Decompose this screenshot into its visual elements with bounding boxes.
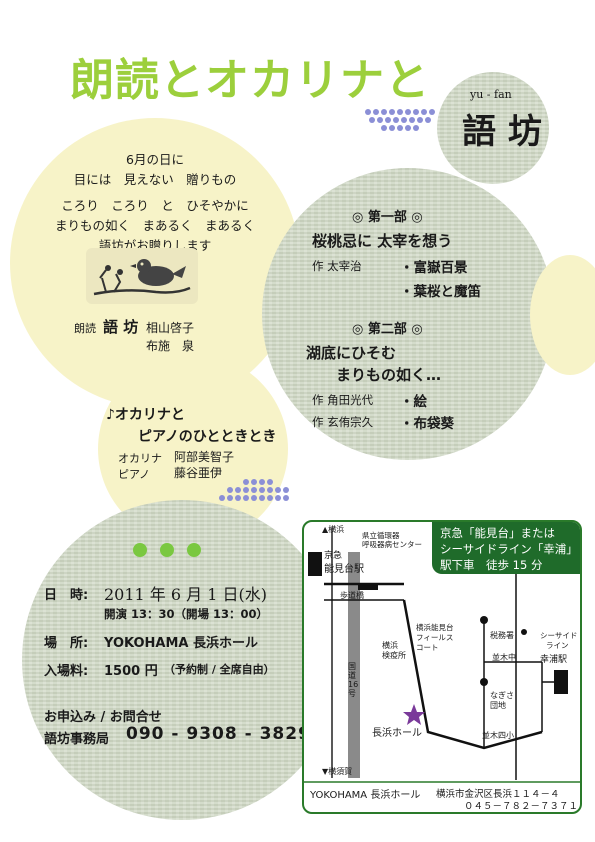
part1-work: ・葉桜と魔笛	[400, 284, 481, 300]
dots-decoration-top	[365, 109, 435, 131]
map-label: ▼横須賀	[322, 767, 353, 776]
intro-line: ころり ころり と ひそやかに	[61, 198, 249, 213]
access-line: 京急「能見台」または	[440, 526, 555, 540]
dots-decoration-middle	[219, 479, 289, 501]
map-label: フィールス	[416, 633, 454, 642]
performer-name: 阿部美智子	[174, 450, 235, 464]
readers-label: 朗読	[74, 322, 96, 335]
part1-work: ・富嶽百景	[400, 260, 468, 276]
map-label: 検疫所	[382, 651, 406, 660]
map-label: 横浜能見台	[416, 623, 454, 632]
map-label: 横浜	[382, 641, 398, 650]
bird-illustration	[86, 248, 198, 304]
map-footer-phone: ０４５－７８２－７３７１	[464, 801, 579, 812]
contact-heading: お申込み / お問合せ	[44, 710, 162, 725]
logo-romaji: yu - fan	[470, 88, 512, 101]
info-circle	[22, 500, 342, 820]
program-circle	[262, 168, 554, 460]
performer-name: 藤谷亜伊	[174, 466, 223, 480]
map-label: 国道16号	[348, 662, 359, 698]
date-value: 2011 年 6 月 1 日(水)	[104, 585, 267, 604]
part2-author: 作 角田光代	[312, 393, 374, 407]
open-time: 開演 13：30（開場 13：00）	[104, 607, 269, 621]
ocarina-title: ♪オカリナと	[106, 407, 185, 423]
map-label: 長浜ホール	[372, 728, 422, 739]
map-label: 団地	[490, 701, 506, 710]
map-label: 並木中	[492, 653, 516, 662]
intro-line: 目には 見えない 贈りもの	[73, 172, 237, 187]
map-label: 能見台駅	[324, 564, 364, 575]
map-label: 呼吸器病センター	[362, 540, 422, 549]
intro-text: 6月の日に 目には 見えない 贈りもの ころり ころり と ひそやかに まりもの…	[40, 150, 270, 256]
map-footer-name: YOKOHAMA 長浜ホール	[310, 790, 421, 801]
page-title: 朗読とオカリナと	[70, 55, 430, 106]
part2-heading: ◎ 第二部 ◎	[352, 322, 423, 337]
map-label: なぎさ	[490, 691, 514, 700]
map-drawing	[304, 528, 580, 783]
map-label: ▲横浜	[322, 525, 345, 534]
map-label: シーサイド	[540, 631, 578, 640]
logo-circle	[437, 72, 549, 184]
logo-name: 語 坊	[462, 112, 542, 152]
intro-line: まりもの如く まあるく まあるく	[54, 218, 255, 233]
performer-role: オカリナ	[118, 452, 162, 465]
access-line: 駅下車 徒歩 15 分	[440, 558, 543, 572]
fee-value: 1500 円	[104, 664, 158, 679]
map-label: コート	[416, 643, 439, 652]
map-label: 幸浦駅	[540, 655, 568, 665]
map-label: 税務署	[490, 631, 514, 640]
date-label: 日 時:	[44, 588, 89, 603]
accent-circle	[530, 255, 595, 375]
access-map: 京急「能見台」または シーサイドライン「幸浦」 駅下車 徒歩 15 分 ▲横浜 …	[302, 520, 582, 814]
map-label: 京急	[324, 551, 343, 561]
performer-role: ピアノ	[118, 468, 151, 481]
map-footer-address: 横浜市金沢区長浜１１４－４	[436, 789, 560, 800]
readers-group: 語 坊	[103, 318, 139, 336]
intro-line: 6月の日に	[126, 152, 184, 167]
place-value: YOKOHAMA 長浜ホール	[104, 636, 259, 651]
fee-label: 入場料:	[44, 664, 89, 679]
part2-work: ・絵	[400, 394, 427, 410]
reader-name: 布施 泉	[146, 339, 195, 353]
access-line: シーサイドライン「幸浦」	[440, 542, 578, 556]
part2-title: まりもの如く…	[336, 366, 442, 384]
green-dots-icon	[133, 543, 201, 557]
part2-title: 湖底にひそむ	[306, 344, 397, 362]
part2-author: 作 玄侑宗久	[312, 415, 374, 429]
map-label: 歩道橋	[340, 591, 364, 600]
access-info: 京急「能見台」または シーサイドライン「幸浦」 駅下車 徒歩 15 分	[432, 522, 580, 574]
part1-title: 桜桃忌に 太宰を想う	[312, 232, 453, 250]
part1-heading: ◎ 第一部 ◎	[352, 210, 423, 225]
place-label: 場 所:	[44, 636, 89, 651]
map-label: ライン	[546, 641, 569, 650]
contact-phone: 090 - 9308 - 3829	[126, 724, 311, 744]
part1-author: 作 太宰治	[312, 259, 362, 273]
part2-work: ・布袋葵	[400, 416, 454, 432]
contact-org: 語坊事務局	[44, 732, 110, 747]
map-label: 県立循環器	[362, 531, 400, 540]
fee-note: （予約制 / 全席自由）	[164, 663, 275, 676]
map-label: 並木四小	[482, 731, 514, 740]
ocarina-title: ピアノのひとときとき	[138, 429, 277, 445]
reader-name: 相山啓子	[146, 321, 195, 335]
